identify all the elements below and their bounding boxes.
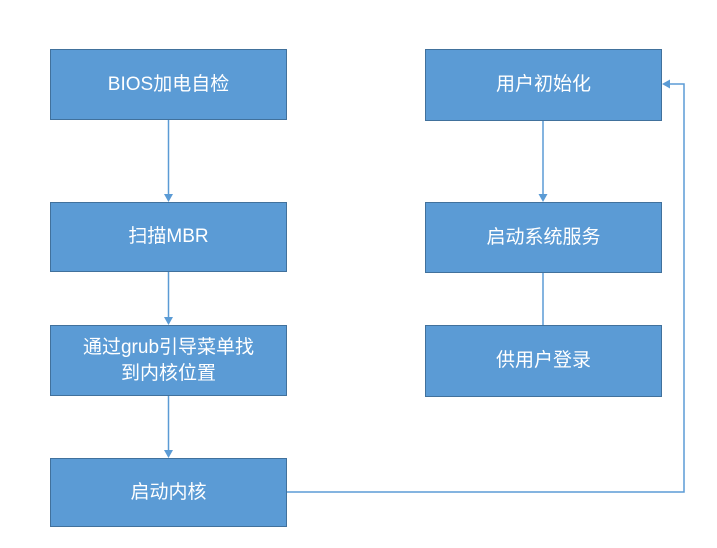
arrowhead-userinit-to-services	[538, 194, 548, 202]
arrowhead-bios-to-mbr	[164, 194, 173, 202]
node-bios-post: BIOS加电自检	[50, 49, 287, 120]
node-grub-menu: 通过grub引导菜单找 到内核位置	[50, 325, 287, 396]
node-start-kernel: 启动内核	[50, 458, 287, 527]
arrowhead-kernel-to-userinit	[662, 79, 670, 89]
node-start-services: 启动系统服务	[425, 202, 662, 273]
node-user-init: 用户初始化	[425, 49, 662, 121]
node-scan-mbr: 扫描MBR	[50, 202, 287, 272]
node-user-login: 供用户登录	[425, 325, 662, 397]
arrowhead-grub-to-kernel	[164, 450, 173, 458]
arrowhead-mbr-to-grub	[164, 317, 173, 325]
connector-kernel-to-userinit	[287, 83, 685, 493]
